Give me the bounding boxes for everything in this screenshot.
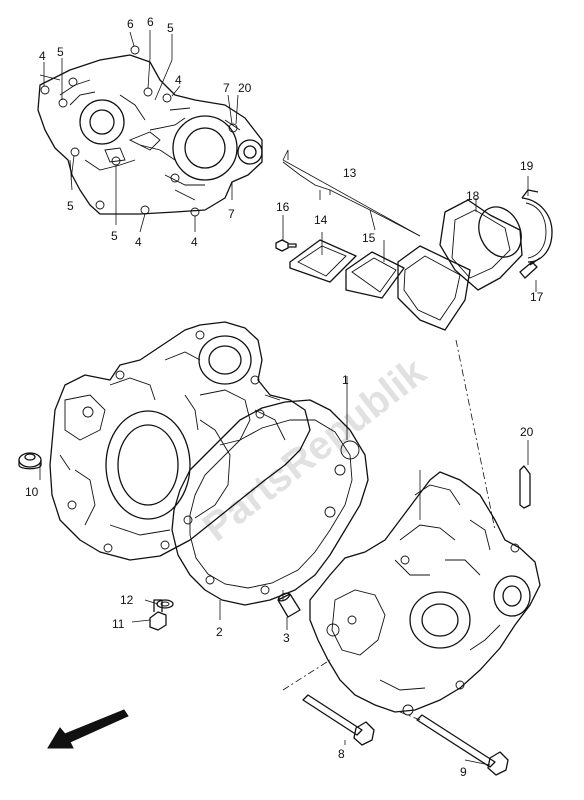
callout-8: 8 <box>338 747 345 761</box>
callout-20: 20 <box>520 425 534 439</box>
callout-7: 7 <box>228 207 235 221</box>
callout-5: 5 <box>57 45 64 59</box>
left-crankcase <box>49 321 311 561</box>
alignment-line <box>399 711 421 721</box>
callout-10: 10 <box>25 485 39 499</box>
dowel-pin <box>277 592 301 618</box>
callout-20: 20 <box>238 81 252 95</box>
callout-15: 15 <box>362 231 376 245</box>
callout-7: 7 <box>223 81 230 95</box>
callout-18: 18 <box>466 189 480 203</box>
callout-6: 6 <box>147 15 154 29</box>
callout-6: 6 <box>127 17 134 31</box>
bolt-part-9 <box>416 714 509 776</box>
crankcase-gasket <box>171 399 369 606</box>
callout-3: 3 <box>283 631 290 645</box>
callout-labels: 1 2 3 4 4 4 4 5 5 5 5 6 6 7 7 8 9 10 11 … <box>25 15 544 779</box>
callout-19: 19 <box>520 159 534 173</box>
callout-14: 14 <box>314 213 328 227</box>
callout-11: 11 <box>112 617 125 631</box>
callout-1: 1 <box>342 373 349 387</box>
sealing-washer-part <box>156 599 174 609</box>
callout-5: 5 <box>67 199 74 213</box>
bolt-part-8 <box>302 694 375 746</box>
callout-12: 12 <box>120 593 134 607</box>
callout-4: 4 <box>191 235 198 249</box>
callout-16: 16 <box>276 200 290 214</box>
direction-arrow-icon <box>47 709 129 749</box>
callout-5: 5 <box>167 21 174 35</box>
callout-9: 9 <box>460 765 467 779</box>
crankcase-top-view <box>37 30 263 233</box>
alignment-line <box>282 659 331 691</box>
washer-part <box>18 452 42 470</box>
pin-part <box>519 465 531 509</box>
callout-4: 4 <box>39 49 46 63</box>
alignment-line <box>455 339 496 531</box>
reed-valve-assembly <box>275 149 553 331</box>
callout-13: 13 <box>343 166 357 180</box>
callout-2: 2 <box>216 625 223 639</box>
callout-4: 4 <box>135 235 142 249</box>
callout-5: 5 <box>111 229 118 243</box>
callout-4: 4 <box>175 73 182 87</box>
callout-17: 17 <box>530 290 544 304</box>
drain-bolt-part <box>149 599 167 631</box>
right-crankcase <box>309 471 541 716</box>
